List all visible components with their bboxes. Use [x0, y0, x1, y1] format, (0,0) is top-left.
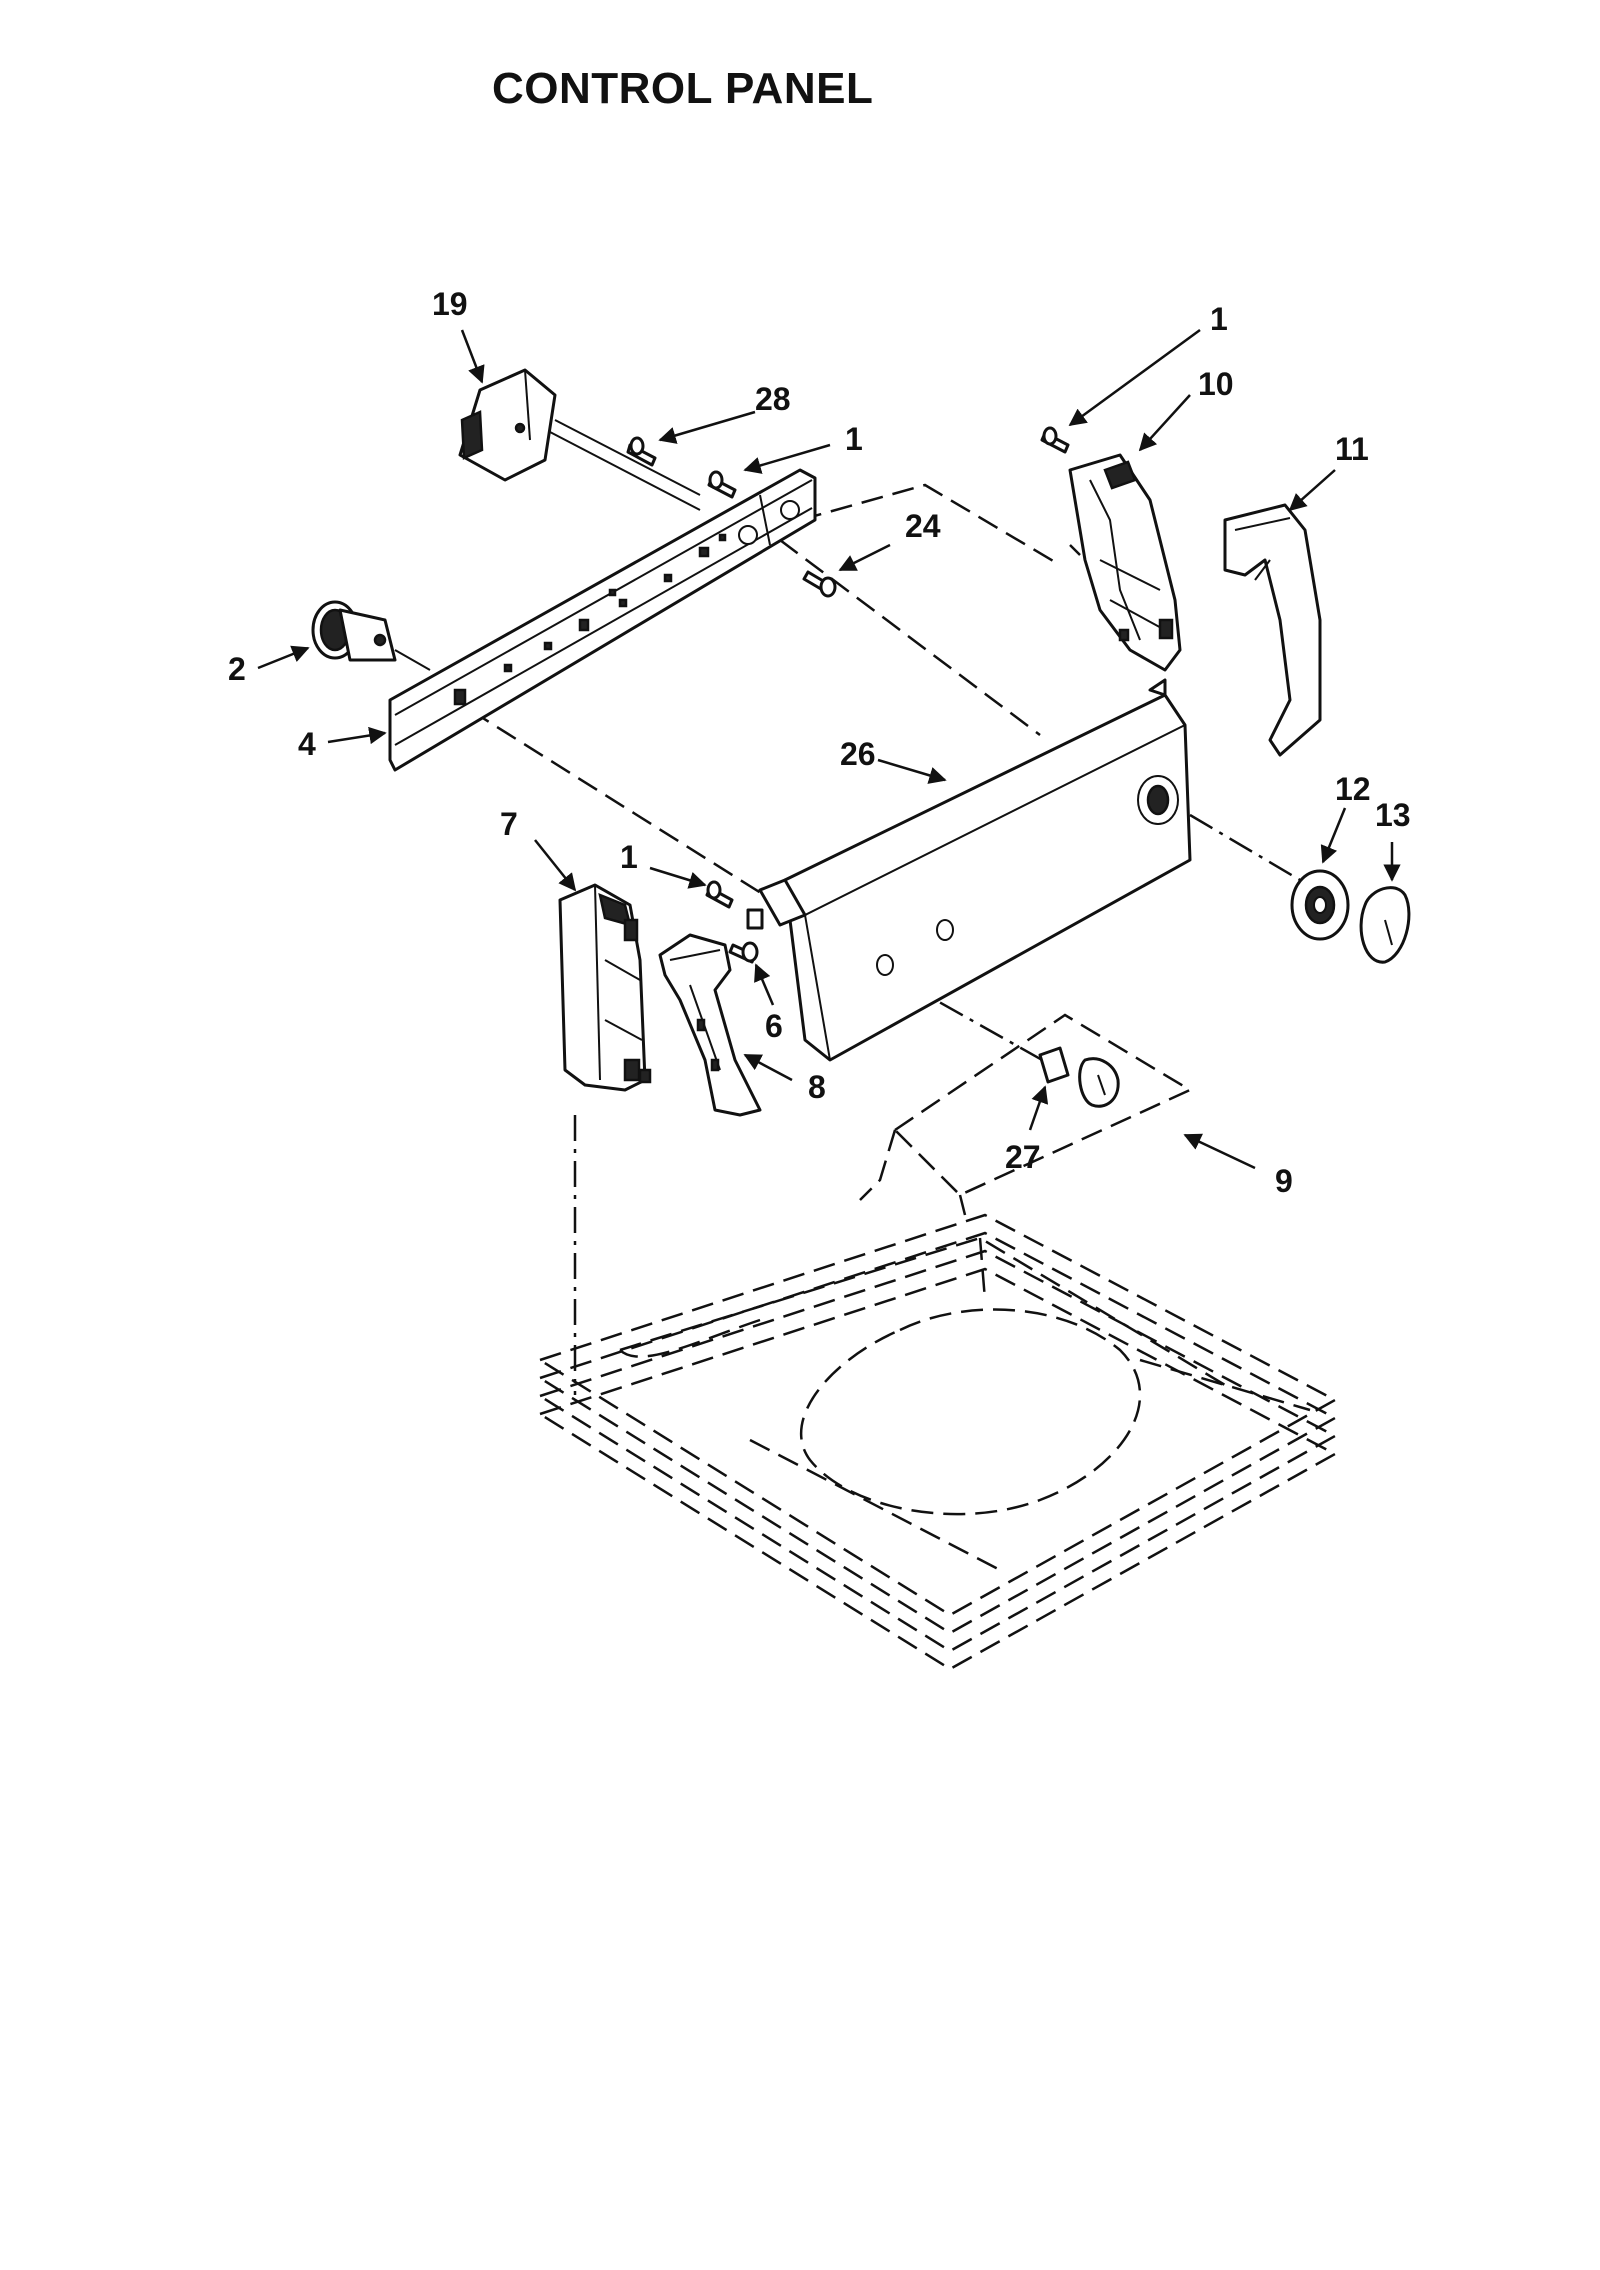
callout-1-middle: 1 [620, 839, 638, 875]
callout-24: 24 [905, 508, 941, 544]
callout-4: 4 [298, 726, 316, 762]
part-4-control-bracket [388, 468, 817, 772]
callout-12: 12 [1335, 771, 1371, 807]
washer-top-outline [537, 1213, 1338, 1671]
screws-top-left [626, 436, 737, 499]
callout-9: 9 [1275, 1163, 1293, 1199]
screw-top-right [1040, 426, 1070, 454]
callout-7: 7 [500, 806, 518, 842]
part-24-screw [802, 570, 837, 598]
callout-1-right: 1 [1210, 301, 1228, 337]
diagram-title: CONTROL PANEL [492, 64, 874, 113]
callout-1-top: 1 [845, 421, 863, 457]
callout-19: 19 [432, 286, 468, 322]
callout-13: 13 [1375, 797, 1411, 833]
part-11-right-trim [1223, 503, 1322, 757]
part-27-knob [1038, 1046, 1120, 1108]
callout-6: 6 [765, 1008, 783, 1044]
part-26-console-panel [746, 678, 1192, 1062]
console-outline-9 [859, 1013, 1193, 1216]
callout-leaders [257, 328, 1401, 1170]
callout-8: 8 [808, 1069, 826, 1105]
callout-28: 28 [755, 381, 791, 417]
callout-numbers: 19 28 1 1 10 11 24 2 4 26 7 1 6 8 12 13 … [228, 286, 1411, 1199]
part-12-knob-skirt [1290, 869, 1350, 941]
part-8-left-trim [658, 933, 762, 1117]
part-19-wiring-connector [458, 368, 701, 511]
part-2-timer-switch [311, 600, 431, 671]
assembly-guide-lines [469, 483, 1301, 1395]
part-13-knob [1359, 886, 1411, 964]
screws-middle-left [705, 880, 759, 964]
callout-2: 2 [228, 651, 246, 687]
callout-27: 27 [1005, 1139, 1041, 1175]
part-10-right-end-cap [1068, 453, 1182, 672]
part-7-left-end-cap [558, 883, 652, 1092]
callout-10: 10 [1198, 366, 1234, 402]
callout-26: 26 [840, 736, 876, 772]
callout-11: 11 [1335, 431, 1369, 467]
